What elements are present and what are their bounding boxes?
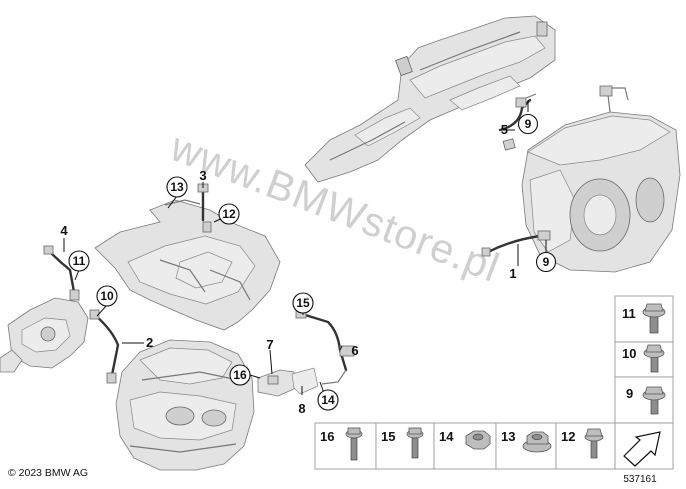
hex-nut-14-icon: [465, 430, 491, 450]
bolt-15-icon: [406, 427, 424, 459]
callouts: 1 2 3 4 5 6 7 8 9 9 10 11 12 13 14 15 16: [60, 113, 557, 416]
callout-9b: 9: [543, 255, 550, 269]
document-id: 537161: [623, 474, 657, 484]
fastener-cell-9: [614, 376, 674, 424]
fastener-label-12: 12: [561, 429, 575, 444]
fastener-label-16: 16: [320, 429, 334, 444]
fastener-cell-11: [614, 295, 674, 343]
hex-bolt-10-icon: [643, 344, 665, 373]
copyright-text: © 2023 BMW AG: [8, 467, 88, 479]
callout-4: 4: [60, 223, 68, 238]
fastener-label-11: 11: [622, 306, 636, 321]
flange-nut-13-icon: [522, 431, 552, 453]
callout-14: 14: [321, 393, 335, 407]
underbody-cover-illustration: [304, 15, 556, 183]
callout-3: 3: [199, 168, 206, 183]
engine-mount-bracket-illustration: [0, 297, 89, 373]
callout-12: 12: [222, 207, 236, 221]
fastener-cell-15: [375, 422, 435, 470]
callout-2: 2: [146, 335, 153, 350]
callout-14-circle: [317, 389, 339, 411]
fastener-table-bottom-row: 16 15 14 13 12: [314, 422, 674, 470]
callout-7: 7: [266, 337, 273, 352]
callout-15-circle: [292, 292, 314, 314]
callout-13-circle: [166, 176, 188, 198]
cable-4-illustration: [43, 245, 80, 301]
hex-flange-bolt-11-icon: [642, 303, 666, 334]
hex-flange-bolt-9-icon: [642, 386, 666, 415]
fastener-table-right-column: 11 10 9: [614, 295, 674, 424]
fastener-cell-16: [314, 422, 377, 470]
fastener-label-14: 14: [439, 429, 454, 444]
bracket-8-illustration: [291, 367, 319, 395]
cable-5-illustration: [498, 93, 537, 151]
cable-2-illustration: [89, 309, 120, 384]
cable-1-illustration: [481, 230, 551, 257]
bolt-16-icon: [345, 427, 363, 461]
bolt-12-icon: [584, 428, 604, 459]
underbody-shield-illustration: [94, 199, 281, 331]
direction-arrow-icon: [623, 431, 661, 467]
callout-1: 1: [509, 266, 516, 281]
fastener-label-15: 15: [381, 429, 395, 444]
callout-16: 16: [233, 368, 247, 382]
bracket-7-illustration: [257, 369, 297, 397]
callout-11-circle: [68, 250, 90, 272]
callout-9a: 9: [525, 117, 532, 131]
electric-drive-unit-illustration: [521, 85, 681, 273]
callout-15: 15: [296, 296, 310, 310]
callout-11: 11: [73, 254, 86, 268]
callout-8: 8: [298, 401, 305, 416]
engine-block-illustration: [115, 339, 255, 471]
callout-13: 13: [170, 180, 184, 194]
callout-10-circle: [96, 285, 118, 307]
fastener-label-9: 9: [626, 386, 633, 401]
callout-10: 10: [100, 289, 114, 303]
callout-5: 5: [501, 122, 508, 137]
callout-16-circle: [229, 364, 251, 386]
fastener-label-10: 10: [622, 346, 636, 361]
callout-9b-circle: [535, 251, 557, 273]
callout-12-circle: [218, 203, 240, 225]
fastener-label-13: 13: [501, 429, 515, 444]
callout-9a-circle: [517, 113, 539, 135]
callout-6: 6: [351, 343, 358, 358]
